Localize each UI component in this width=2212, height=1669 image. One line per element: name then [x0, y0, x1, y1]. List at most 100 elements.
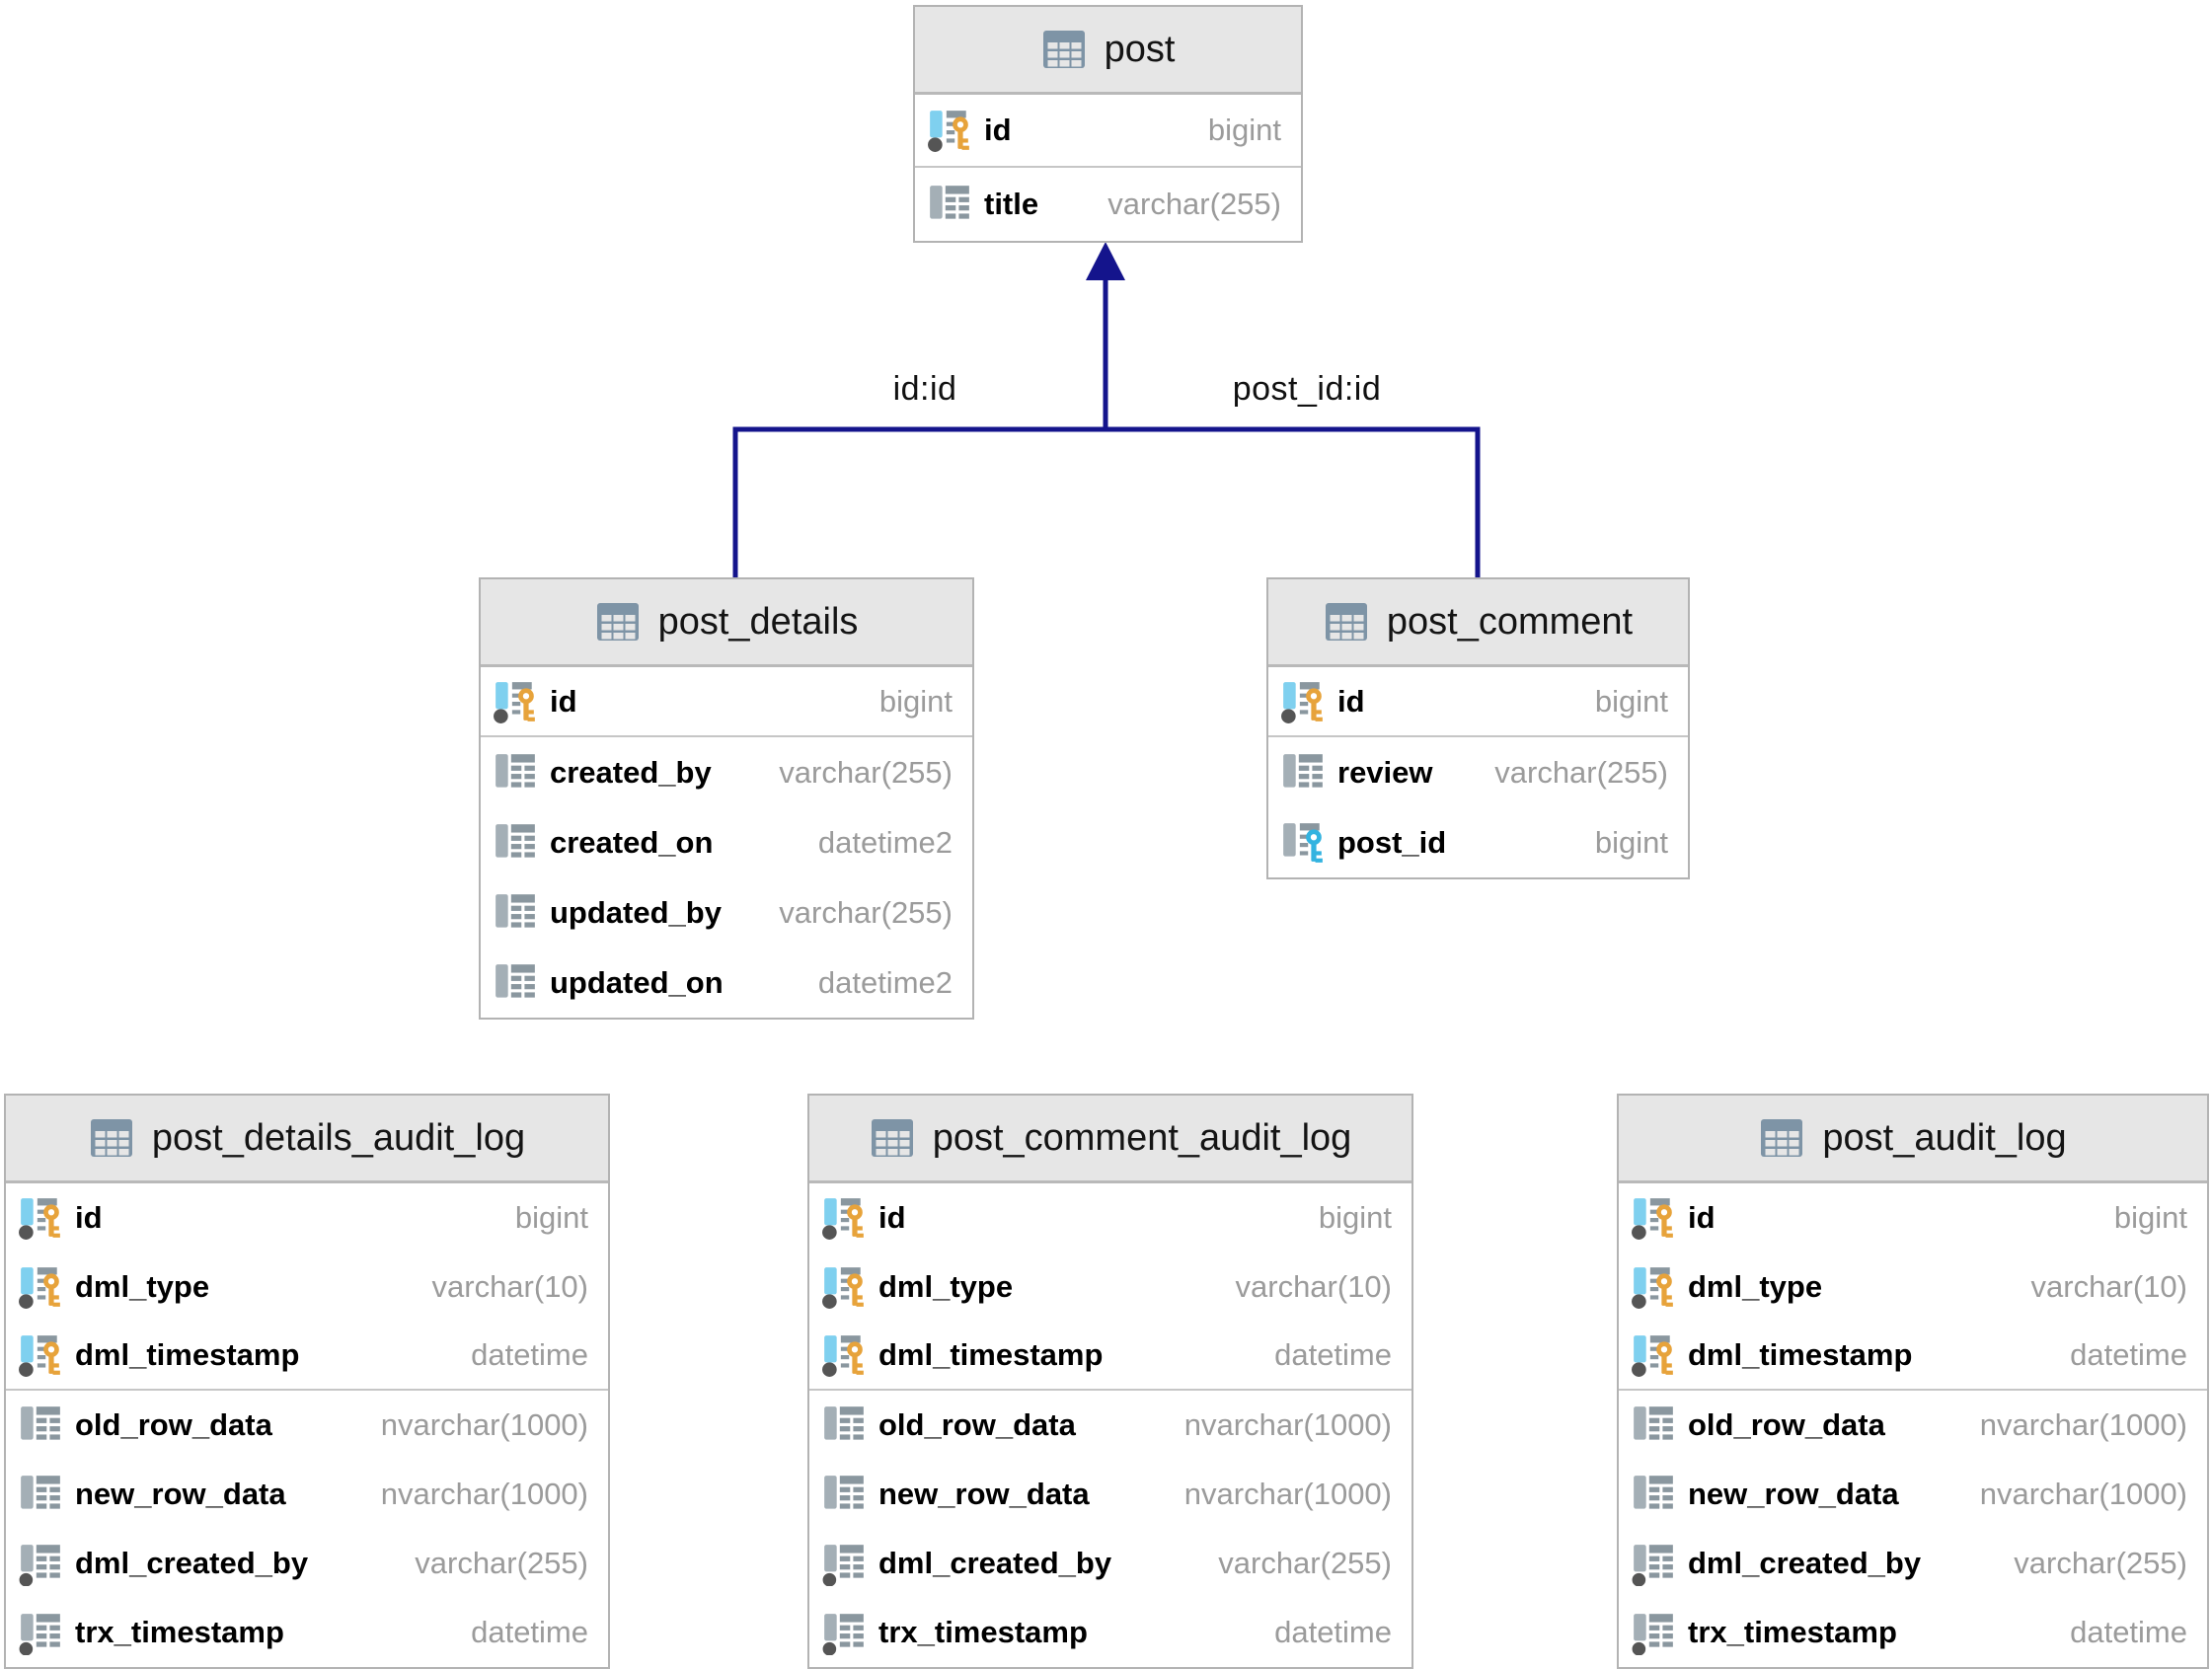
column-row[interactable]: dml_timestamp datetime — [6, 1322, 608, 1391]
column-row[interactable]: dml_created_by varchar(255) — [1619, 1529, 2207, 1598]
foreign-key-icon — [1280, 820, 1326, 866]
table-header[interactable]: post — [915, 7, 1301, 95]
table-post[interactable]: post id bigint — [913, 5, 1303, 243]
column-row[interactable]: id bigint — [915, 95, 1301, 168]
column-row[interactable]: new_row_data nvarchar(1000) — [809, 1460, 1411, 1529]
column-type: bigint — [2113, 1200, 2187, 1235]
column-icon — [493, 750, 538, 796]
column-row[interactable]: trx_timestamp datetime — [6, 1598, 608, 1667]
column-row[interactable]: dml_created_by varchar(255) — [6, 1529, 608, 1598]
column-row[interactable]: id bigint — [809, 1183, 1411, 1252]
column-row[interactable]: dml_type varchar(10) — [1619, 1252, 2207, 1322]
table-icon — [1759, 1117, 1804, 1159]
column-name: id — [75, 1200, 103, 1235]
column-icon — [821, 1472, 867, 1517]
column-name: dml_created_by — [75, 1546, 309, 1580]
column-type: nvarchar(1000) — [380, 1407, 588, 1442]
table-header[interactable]: post_comment_audit_log — [809, 1096, 1411, 1183]
column-row[interactable]: old_row_data nvarchar(1000) — [6, 1391, 608, 1460]
column-type: nvarchar(1000) — [1183, 1407, 1392, 1442]
column-notnull-icon — [1631, 1541, 1676, 1586]
column-name: created_on — [550, 824, 714, 860]
primary-key-icon — [18, 1195, 63, 1241]
primary-key-icon — [18, 1264, 63, 1310]
column-name: id — [878, 1200, 906, 1235]
column-notnull-icon — [821, 1541, 867, 1586]
relationship-label: post_id:id — [1232, 370, 1382, 408]
column-type: nvarchar(1000) — [1183, 1477, 1392, 1511]
column-name: dml_created_by — [878, 1546, 1112, 1580]
column-name: trx_timestamp — [1688, 1615, 1897, 1649]
table-icon — [1324, 601, 1369, 643]
column-icon — [493, 960, 538, 1006]
column-row[interactable]: updated_by varchar(255) — [481, 877, 972, 948]
column-row[interactable]: dml_timestamp datetime — [809, 1322, 1411, 1391]
column-row[interactable]: new_row_data nvarchar(1000) — [1619, 1460, 2207, 1529]
column-icon — [927, 182, 972, 227]
table-post_audit_log[interactable]: post_audit_log id bigint — [1617, 1094, 2209, 1669]
column-type: bigint — [1594, 824, 1668, 860]
table-title: post_details_audit_log — [151, 1116, 526, 1159]
column-row[interactable]: new_row_data nvarchar(1000) — [6, 1460, 608, 1529]
column-name: dml_type — [75, 1269, 210, 1304]
table-post_comment[interactable]: post_comment id bigint — [1266, 577, 1690, 879]
column-row[interactable]: review varchar(255) — [1268, 737, 1688, 807]
table-header[interactable]: post_details — [481, 579, 972, 667]
column-row[interactable]: title varchar(255) — [915, 168, 1301, 241]
column-type: datetime — [471, 1337, 588, 1372]
column-name: trx_timestamp — [75, 1615, 284, 1649]
column-row[interactable]: created_on datetime2 — [481, 807, 972, 877]
table-header[interactable]: post_details_audit_log — [6, 1096, 608, 1183]
column-type: datetime — [2070, 1615, 2187, 1649]
relationship-label: id:id — [892, 370, 957, 408]
table-post_comment_audit_log[interactable]: post_comment_audit_log id bigint — [807, 1094, 1413, 1669]
column-row[interactable]: dml_created_by varchar(255) — [809, 1529, 1411, 1598]
column-name: post_id — [1337, 824, 1447, 860]
table-post_details_audit_log[interactable]: post_details_audit_log id bigint — [4, 1094, 610, 1669]
column-type: bigint — [1318, 1200, 1392, 1235]
primary-key-icon — [821, 1195, 867, 1241]
column-row[interactable]: id bigint — [1619, 1183, 2207, 1252]
column-row[interactable]: dml_timestamp datetime — [1619, 1322, 2207, 1391]
table-title: post_audit_log — [1822, 1116, 2067, 1159]
primary-key-icon — [1631, 1195, 1676, 1241]
column-type: nvarchar(1000) — [1979, 1477, 2187, 1511]
column-row[interactable]: dml_type varchar(10) — [6, 1252, 608, 1322]
column-row[interactable]: old_row_data nvarchar(1000) — [809, 1391, 1411, 1460]
column-row[interactable]: created_by varchar(255) — [481, 737, 972, 807]
table-header[interactable]: post_comment — [1268, 579, 1688, 667]
column-name: trx_timestamp — [878, 1615, 1088, 1649]
primary-key-icon — [821, 1332, 867, 1378]
column-type: varchar(10) — [2030, 1269, 2188, 1304]
column-type: datetime2 — [817, 824, 953, 860]
column-type: bigint — [1594, 683, 1668, 719]
relationship-arrowhead-icon — [1086, 242, 1125, 280]
column-name: id — [1688, 1200, 1716, 1235]
column-name: id — [984, 113, 1012, 147]
column-type: nvarchar(1000) — [1979, 1407, 2187, 1442]
table-title: post — [1104, 28, 1176, 70]
column-name: dml_timestamp — [878, 1337, 1104, 1372]
column-row[interactable]: trx_timestamp datetime — [1619, 1598, 2207, 1667]
column-name: updated_on — [550, 964, 724, 1000]
column-type: varchar(255) — [2014, 1546, 2187, 1580]
primary-key-icon — [821, 1264, 867, 1310]
column-row[interactable]: trx_timestamp datetime — [809, 1598, 1411, 1667]
column-row[interactable]: dml_type varchar(10) — [809, 1252, 1411, 1322]
column-row[interactable]: updated_on datetime2 — [481, 948, 972, 1018]
column-icon — [18, 1403, 63, 1448]
table-post_details[interactable]: post_details id bigint — [479, 577, 974, 1020]
column-row[interactable]: id bigint — [1268, 667, 1688, 737]
column-name: dml_timestamp — [1688, 1337, 1913, 1372]
table-header[interactable]: post_audit_log — [1619, 1096, 2207, 1183]
column-type: varchar(255) — [1494, 754, 1668, 790]
column-name: dml_created_by — [1688, 1546, 1922, 1580]
column-row[interactable]: id bigint — [481, 667, 972, 737]
column-row[interactable]: id bigint — [6, 1183, 608, 1252]
column-name: review — [1337, 754, 1433, 790]
column-row[interactable]: old_row_data nvarchar(1000) — [1619, 1391, 2207, 1460]
column-notnull-icon — [821, 1610, 867, 1655]
column-row[interactable]: post_id bigint — [1268, 807, 1688, 877]
column-type: varchar(255) — [779, 754, 953, 790]
